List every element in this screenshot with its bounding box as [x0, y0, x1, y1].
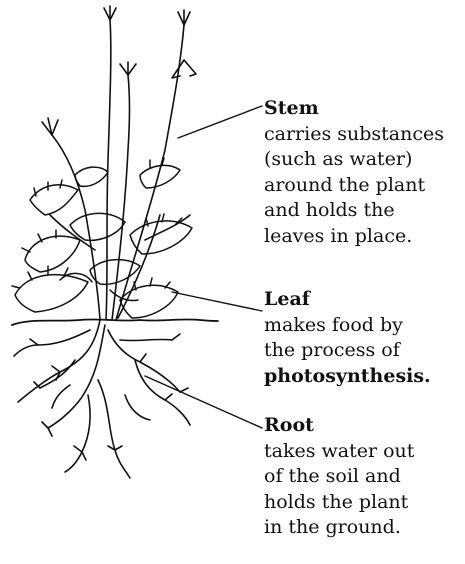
root-leader-line	[145, 376, 262, 428]
stem-leader-line	[178, 106, 262, 138]
root-desc-line: takes water out	[264, 439, 464, 465]
photosynthesis-term: photosynthesis.	[264, 364, 464, 390]
stem-desc-line: and holds the	[264, 198, 464, 224]
ground-line	[12, 319, 218, 325]
stem-desc-line: (such as water)	[264, 147, 464, 173]
root-label: Root takes water out of the soil and hol…	[264, 413, 464, 541]
leader-lines	[145, 106, 262, 428]
leaf-leader-line	[172, 292, 262, 311]
stem-desc-line: leaves in place.	[264, 224, 464, 250]
leaf-label: Leaf makes food by the process of photos…	[264, 287, 464, 389]
stem-label: Stem carries substances (such as water) …	[264, 96, 464, 249]
stem-title: Stem	[264, 96, 464, 122]
stem-desc-line: carries substances	[264, 122, 464, 148]
root-desc-line: holds the plant	[264, 490, 464, 516]
root-desc-line: in the ground.	[264, 515, 464, 541]
buds	[42, 6, 196, 135]
roots	[14, 320, 190, 478]
leaf-desc-line: the process of	[264, 338, 464, 364]
root-desc-line: of the soil and	[264, 464, 464, 490]
stem-desc-line: around the plant	[264, 173, 464, 199]
leaf-desc-line: makes food by	[264, 313, 464, 339]
leaves	[12, 158, 192, 318]
root-title: Root	[264, 413, 464, 439]
leaf-title: Leaf	[264, 287, 464, 313]
